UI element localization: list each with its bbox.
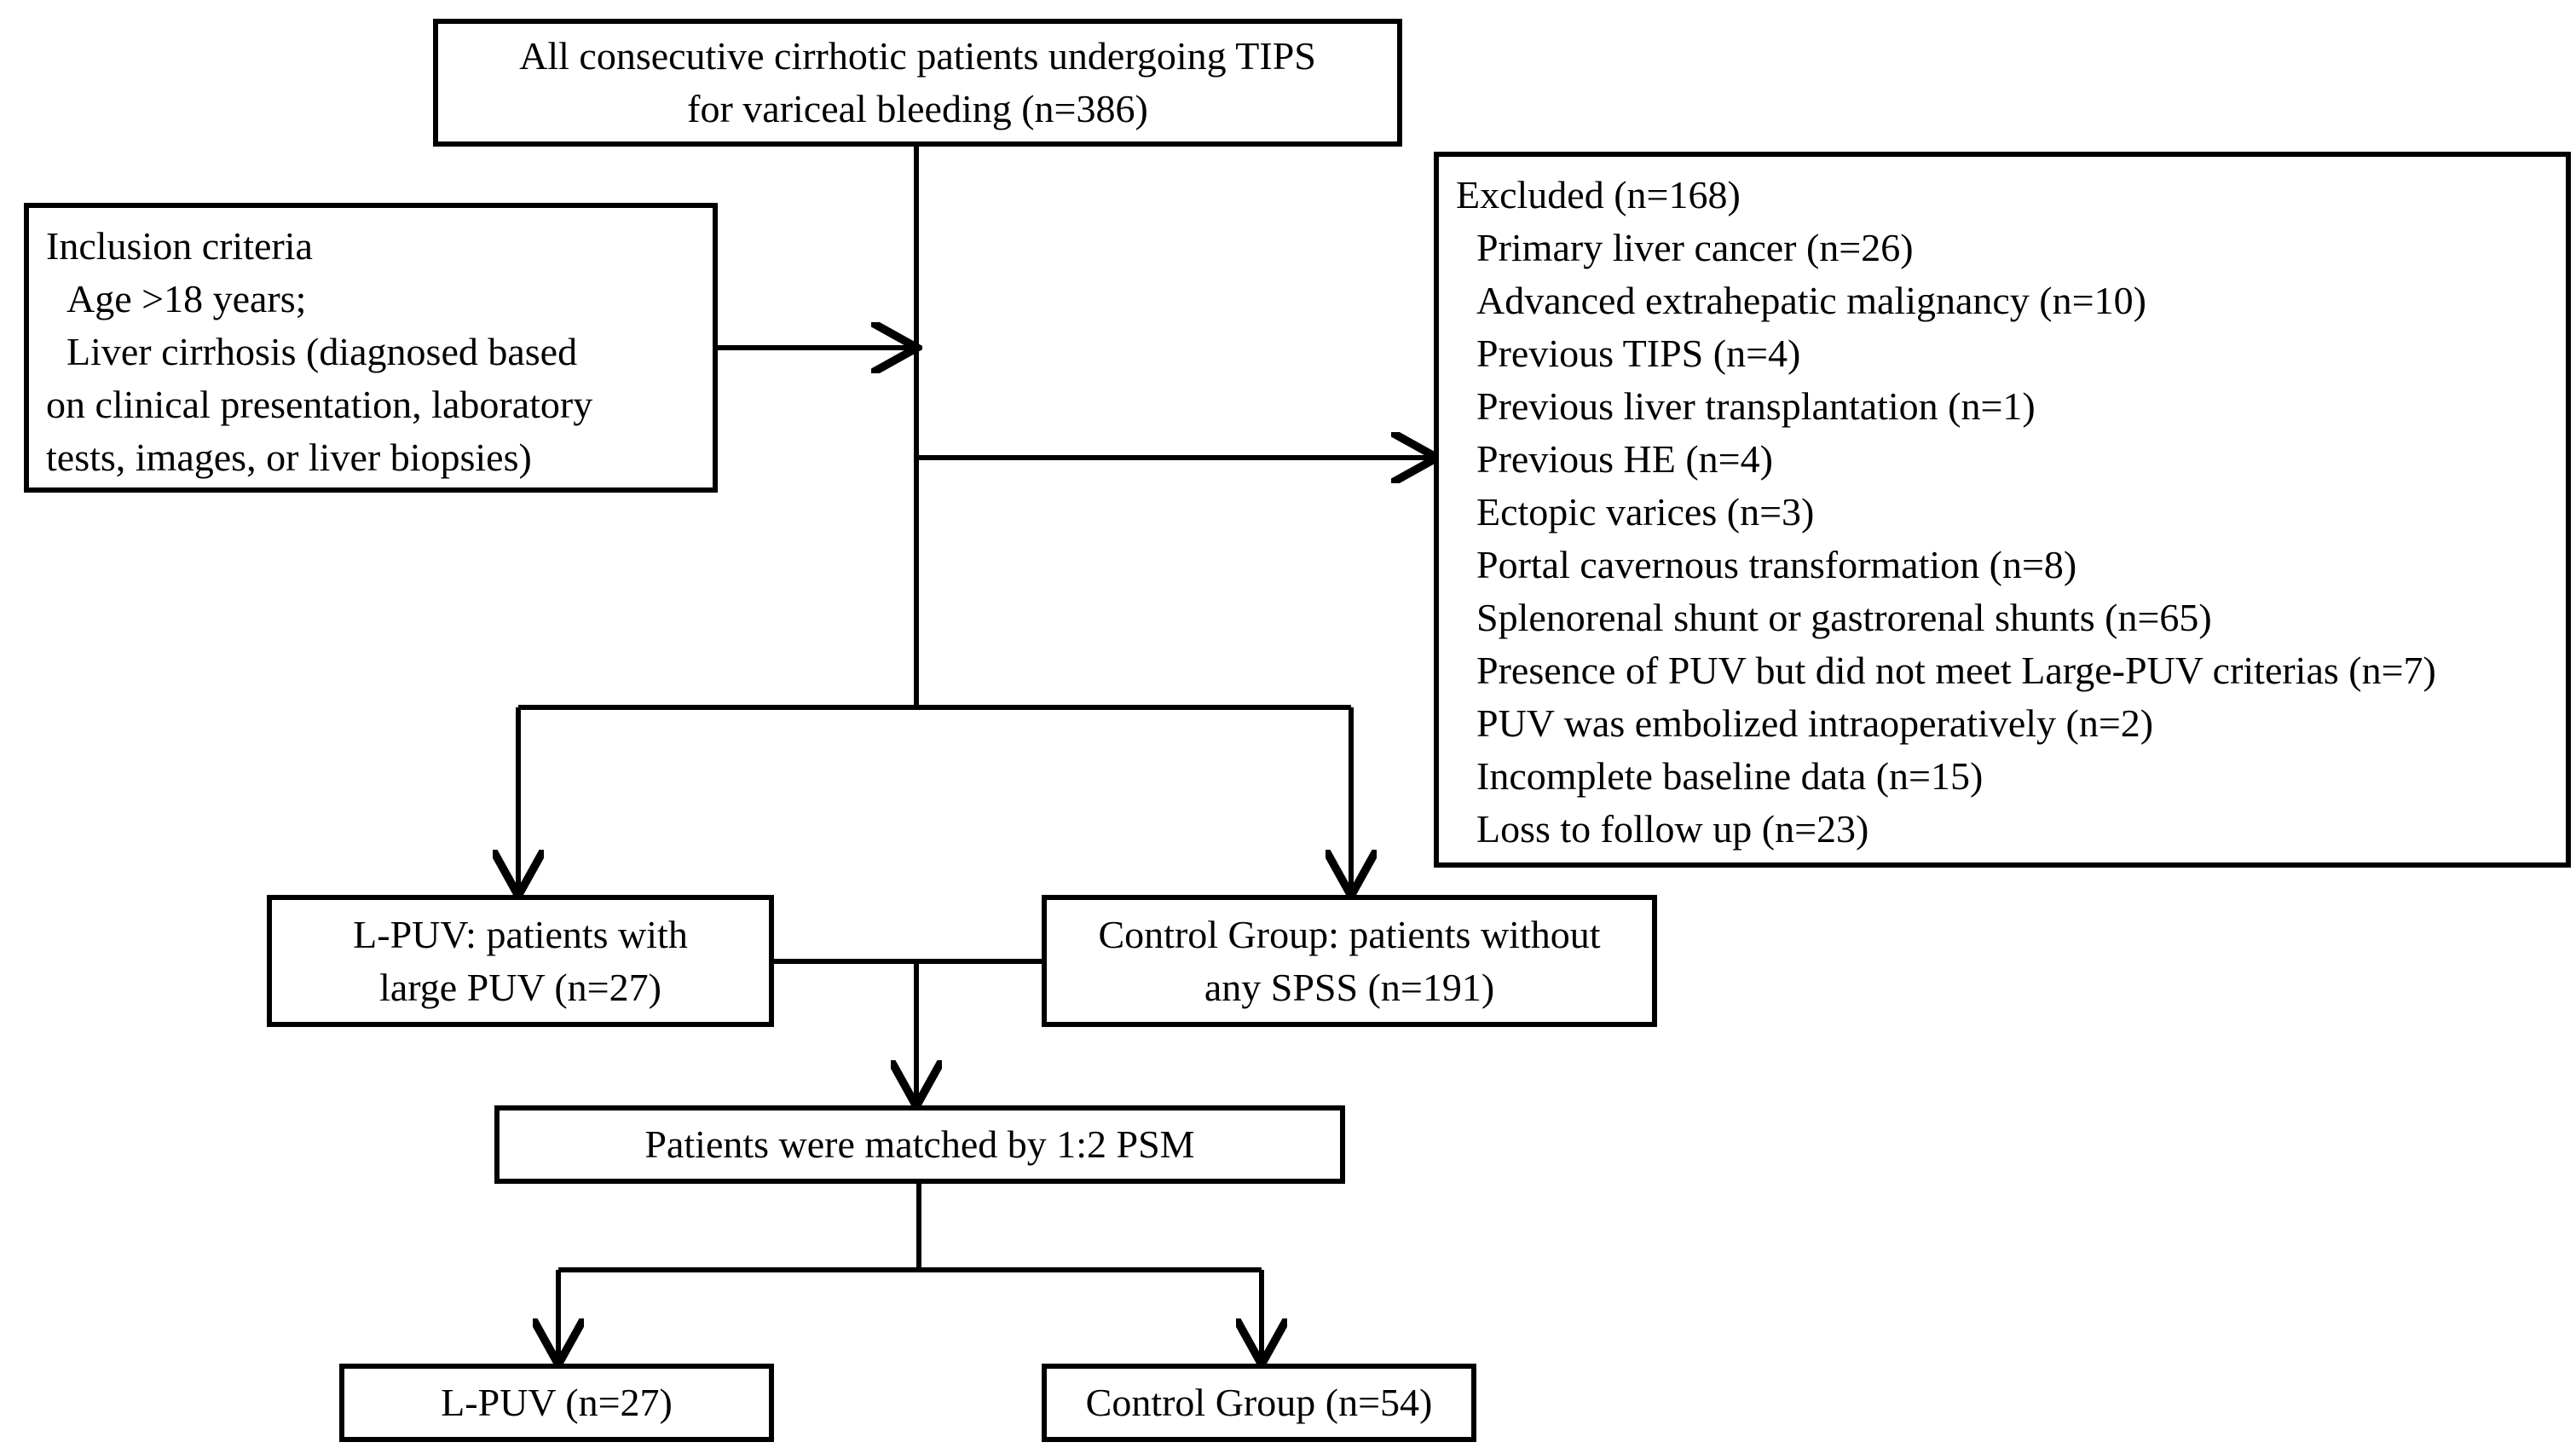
excluded-item: Presence of PUV but did not meet Large-P… — [1476, 649, 2436, 692]
inclusion-line-4: tests, images, or liver biopsies) — [46, 436, 532, 479]
control-group-line-1: Control Group: patients without — [1098, 912, 1601, 956]
control-final-box: Control Group (n=54) — [1042, 1364, 1476, 1442]
inclusion-line-2: Liver cirrhosis (diagnosed based — [66, 330, 578, 373]
top-box-line-2: for variceal bleeding (n=386) — [687, 87, 1148, 130]
inclusion-line-1: Age >18 years; — [66, 277, 307, 320]
excluded-item: Incomplete baseline data (n=15) — [1476, 754, 1984, 798]
excluded-item: PUV was embolized intraoperatively (n=2) — [1476, 701, 2154, 745]
excluded-item: Previous TIPS (n=4) — [1476, 332, 1801, 375]
excluded-item: Previous liver transplantation (n=1) — [1476, 384, 2036, 428]
excluded-box: Excluded (n=168) Primary liver cancer (n… — [1434, 152, 2571, 868]
excluded-item: Loss to follow up (n=23) — [1476, 807, 1869, 851]
lpuv-final-box: L-PUV (n=27) — [339, 1364, 774, 1442]
inclusion-title: Inclusion criteria — [46, 224, 313, 268]
inclusion-line-3: on clinical presentation, laboratory — [46, 383, 593, 426]
top-box: All consecutive cirrhotic patients under… — [433, 19, 1402, 147]
control-final-text: Control Group (n=54) — [1085, 1381, 1433, 1424]
excluded-title: Excluded (n=168) — [1456, 173, 1741, 216]
excluded-item: Splenorenal shunt or gastrorenal shunts … — [1476, 596, 2212, 639]
psm-text: Patients were matched by 1:2 PSM — [644, 1122, 1195, 1166]
excluded-item: Portal cavernous transformation (n=8) — [1476, 543, 2077, 586]
excluded-item: Advanced extrahepatic malignancy (n=10) — [1476, 279, 2146, 322]
lpuv-group-line-2: large PUV (n=27) — [379, 965, 661, 1009]
excluded-item: Previous HE (n=4) — [1476, 437, 1773, 481]
excluded-item: Primary liver cancer (n=26) — [1476, 226, 1914, 269]
psm-box: Patients were matched by 1:2 PSM — [494, 1105, 1345, 1184]
control-group-line-2: any SPSS (n=191) — [1204, 965, 1495, 1009]
lpuv-group-line-1: L-PUV: patients with — [353, 912, 688, 956]
lpuv-final-text: L-PUV (n=27) — [441, 1381, 673, 1424]
excluded-item: Ectopic varices (n=3) — [1476, 490, 1815, 534]
lpuv-group-box: L-PUV: patients with large PUV (n=27) — [267, 895, 774, 1027]
top-box-line-1: All consecutive cirrhotic patients under… — [519, 34, 1316, 78]
control-group-box: Control Group: patients without any SPSS… — [1042, 895, 1657, 1027]
inclusion-box: Inclusion criteria Age >18 years; Liver … — [24, 203, 718, 493]
